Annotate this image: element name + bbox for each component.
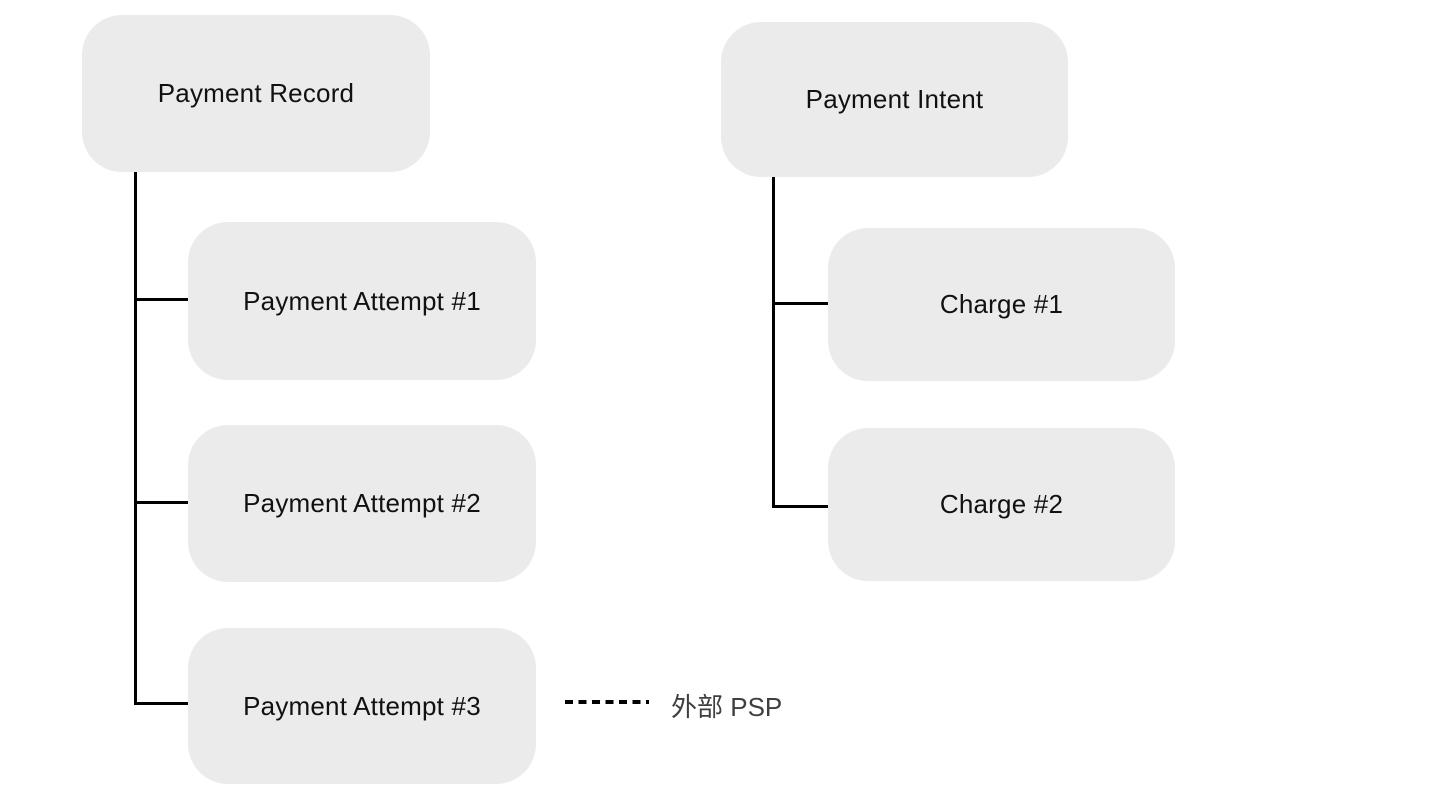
- left-tree-branch-line-1: [134, 298, 188, 301]
- node-charge-2: Charge #2: [828, 428, 1175, 581]
- left-tree-branch-line-3: [134, 702, 188, 705]
- external-psp-label: 外部 PSP: [671, 692, 783, 722]
- node-charge-2-label: Charge #2: [939, 489, 1064, 519]
- node-payment-attempt-3: Payment Attempt #3: [188, 628, 536, 784]
- node-payment-attempt-2: Payment Attempt #2: [188, 425, 536, 582]
- node-payment-attempt-1-label: Payment Attempt #1: [243, 285, 481, 316]
- node-payment-intent-label: Payment Intent: [805, 84, 984, 114]
- node-payment-attempt-1: Payment Attempt #1: [188, 222, 536, 380]
- right-tree-branch-line-1: [772, 302, 828, 305]
- left-tree-trunk-line: [134, 172, 137, 705]
- node-payment-record: Payment Record: [82, 15, 430, 172]
- node-payment-record-label: Payment Record: [157, 78, 355, 108]
- dashed-connector-line: [565, 700, 649, 704]
- left-tree-branch-line-2: [134, 501, 188, 504]
- node-charge-1: Charge #1: [828, 228, 1175, 381]
- node-payment-attempt-3-label: Payment Attempt #3: [243, 690, 481, 721]
- node-payment-attempt-2-label: Payment Attempt #2: [243, 488, 481, 518]
- node-charge-1-label: Charge #1: [939, 289, 1064, 319]
- right-tree-trunk-line: [772, 177, 775, 508]
- right-tree-branch-line-2: [772, 505, 828, 508]
- node-payment-intent: Payment Intent: [721, 22, 1068, 177]
